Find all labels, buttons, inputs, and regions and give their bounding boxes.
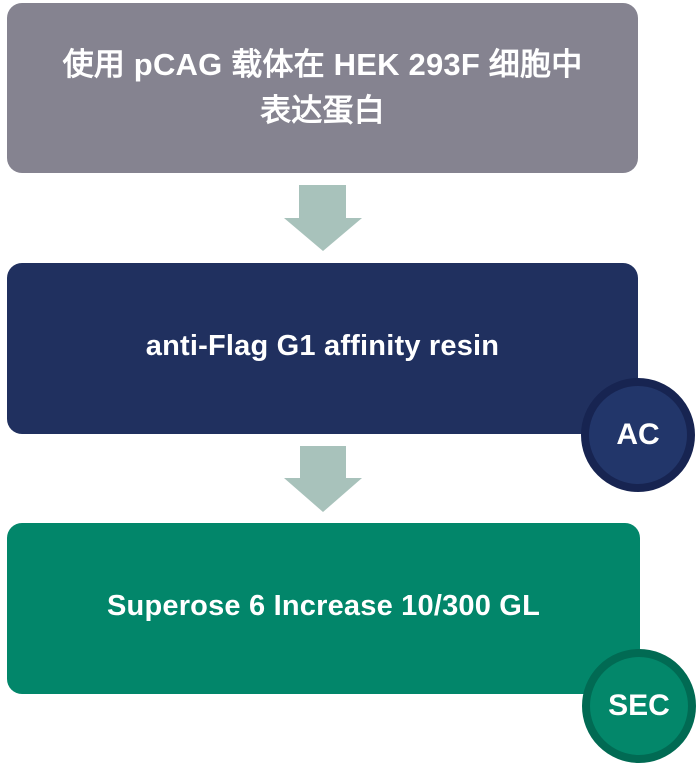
down-arrow-shape (284, 185, 362, 251)
ac-badge-label: AC (616, 418, 660, 451)
step-sec-box: Superose 6 Increase 10/300 GL (7, 523, 640, 694)
sec-badge-label: SEC (608, 689, 670, 722)
step-expression-box: 使用 pCAG 载体在 HEK 293F 细胞中 表达蛋白 (7, 3, 638, 173)
step-expression-line-1: 使用 pCAG 载体在 HEK 293F 细胞中 (62, 47, 583, 82)
step-affinity-label: anti-Flag G1 affinity resin (145, 330, 500, 362)
down-arrow-icon (284, 446, 362, 512)
step-expression-label: 使用 pCAG 载体在 HEK 293F 细胞中 表达蛋白 (31, 42, 614, 134)
step-sec-label: Superose 6 Increase 10/300 GL (107, 590, 540, 622)
ac-badge: AC (581, 378, 695, 492)
down-arrow-shape (284, 446, 362, 512)
step-expression-line-2: 表达蛋白 (260, 93, 385, 128)
step-affinity-box: anti-Flag G1 affinity resin (7, 263, 638, 434)
down-arrow-icon (284, 185, 362, 251)
sec-badge: SEC (582, 649, 696, 763)
